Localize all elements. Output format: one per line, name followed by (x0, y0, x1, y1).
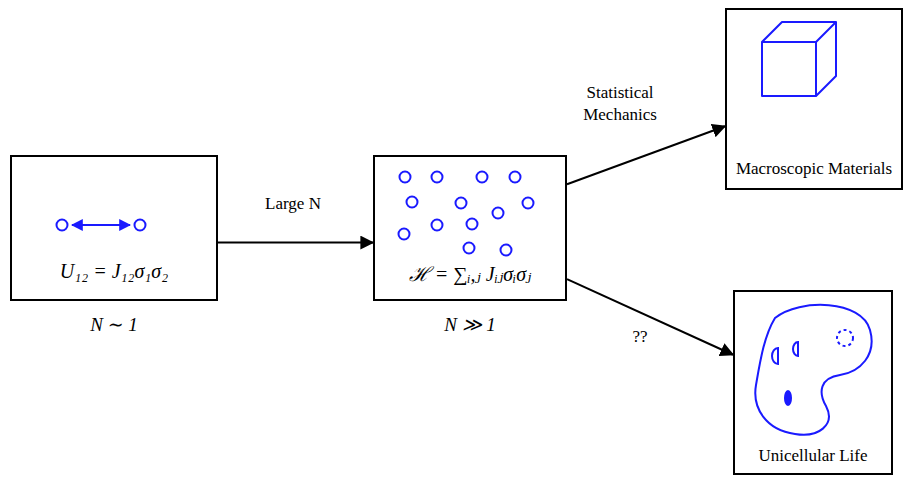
edge-label: Statistical Mechanics (565, 82, 675, 126)
arrow-connector (218, 242, 373, 244)
particle-count: N ∼ 1 (90, 313, 138, 336)
formula: ℋ = ∑ᵢ,ⱼ Jᵢⱼσᵢσⱼ (409, 260, 532, 287)
cell-icon (755, 305, 871, 435)
system-box: Unicellular Life (733, 290, 893, 475)
box-label: Unicellular Life (758, 445, 867, 467)
arrow-connector (567, 126, 725, 184)
cube-icon (762, 22, 836, 96)
formula: U₁₂ = J₁₂σ₁σ₂ (60, 260, 168, 283)
system-box: ℋ = ∑ᵢ,ⱼ JᵢⱼσᵢσⱼN ≫ 1 (373, 155, 567, 301)
particle-cloud (399, 172, 534, 256)
arrow-connector (567, 279, 733, 355)
particle-count: N ≫ 1 (444, 313, 496, 336)
system-box: U₁₂ = J₁₂σ₁σ₂N ∼ 1 (10, 155, 218, 301)
edge-label: ?? (632, 326, 647, 348)
pair-interaction (57, 220, 146, 231)
system-box: Macroscopic Materials (725, 8, 903, 190)
edge-label: Large N (265, 193, 321, 215)
box-label: Macroscopic Materials (736, 158, 892, 180)
